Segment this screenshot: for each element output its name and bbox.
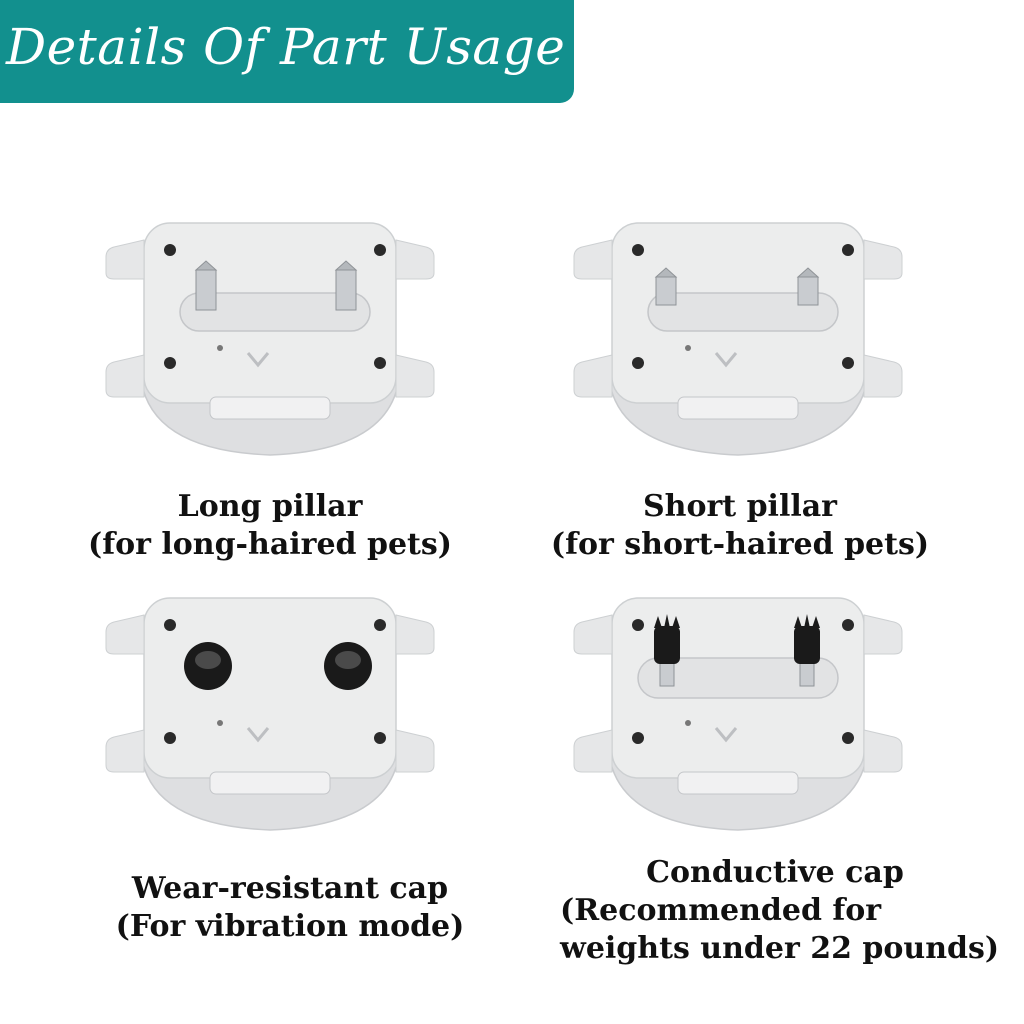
device-wear-resistant-cap	[100, 590, 440, 840]
caption-wear-resistant-cap: Wear-resistant cap (For vibration mode)	[95, 870, 485, 946]
conductive-cap-icon	[573, 597, 903, 831]
caption-line: weights under 22 pounds)	[560, 931, 1000, 966]
caption-line: Conductive cap	[646, 855, 904, 890]
device-long-pillar	[100, 215, 440, 465]
caption-short-pillar: Short pillar (for short-haired pets)	[550, 488, 930, 564]
caption-line: (For vibration mode)	[115, 909, 465, 944]
wear-resistant-cap-icon	[105, 597, 435, 831]
caption-line: Wear-resistant cap	[131, 871, 449, 906]
caption-conductive-cap: Conductive cap (Recommended for weights …	[560, 854, 1000, 968]
caption-line: Short pillar	[642, 489, 837, 524]
short-pillar-icon	[573, 222, 903, 456]
caption-line: (for short-haired pets)	[550, 527, 930, 562]
caption-line: (for long-haired pets)	[88, 527, 452, 562]
long-pillar-icon	[105, 222, 435, 456]
page-title: Details Of Part Usage	[6, 18, 566, 76]
device-short-pillar	[568, 215, 908, 465]
title-banner: Details Of Part Usage	[0, 0, 574, 103]
device-conductive-cap	[568, 590, 908, 840]
caption-line: (Recommended for	[560, 893, 882, 928]
caption-long-pillar: Long pillar (for long-haired pets)	[80, 488, 460, 564]
caption-line: Long pillar	[177, 489, 363, 524]
